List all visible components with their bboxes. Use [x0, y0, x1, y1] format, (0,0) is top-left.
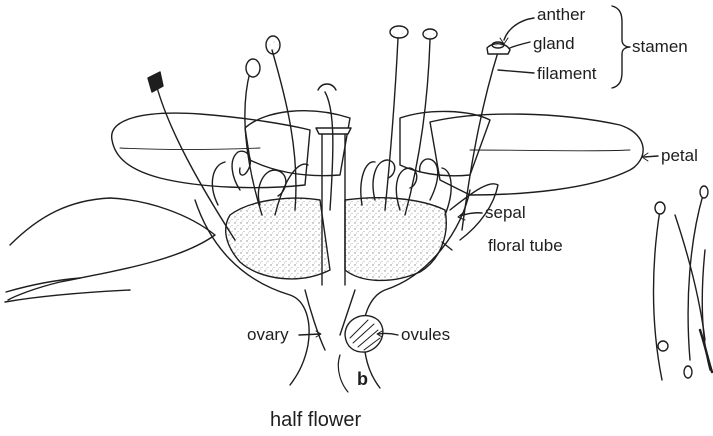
ovary-pointer [299, 334, 320, 335]
floral-tube-label: floral tube [488, 237, 563, 255]
ovules-label: ovules [401, 326, 450, 344]
gland-label: gland [533, 35, 575, 53]
petal-pointer [644, 156, 658, 157]
filament-right-1 [405, 40, 430, 215]
filament-center-left [325, 92, 333, 210]
partial-flower-right [654, 186, 713, 380]
sepal-label: sepal [485, 204, 526, 222]
anther-pointer [504, 18, 534, 40]
left-sepal [8, 198, 215, 300]
stamen-label: stamen [632, 38, 688, 56]
floral-cup [226, 198, 330, 279]
stamen-brace [612, 6, 630, 88]
ovary-label: ovary [247, 326, 289, 344]
filament-left-outer [155, 80, 235, 240]
anther-label: anther [537, 6, 585, 24]
panel-letter: b [357, 370, 368, 388]
petal-label: petal [661, 147, 698, 165]
filament-pointer [498, 70, 534, 73]
right-petal [430, 114, 643, 195]
stigma [316, 128, 351, 134]
left-petal [112, 113, 310, 188]
floral-cup-right [345, 198, 446, 281]
gland-pointer [510, 42, 530, 48]
filament-label: filament [537, 65, 597, 83]
diagram-caption: half flower [270, 409, 361, 431]
